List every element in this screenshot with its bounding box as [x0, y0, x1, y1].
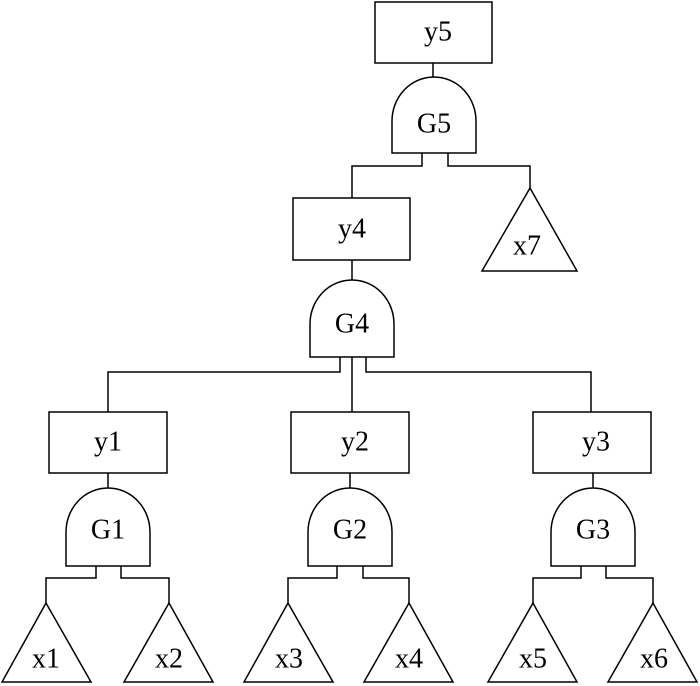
event-box-y1: [48, 411, 168, 474]
and-gate-icon-g4: [309, 279, 395, 358]
triangle-icon-x6: [606, 601, 699, 683]
basic-event-x5: x5: [486, 601, 579, 683]
basic-event-label-x7: x7: [513, 231, 541, 262]
basic-event-x1: x1: [0, 601, 93, 683]
basic-event-label-x6: x6: [640, 644, 668, 675]
connector-g1-x1: [45, 566, 97, 603]
gate-g5: G5: [391, 76, 477, 154]
basic-event-x4: x4: [362, 601, 455, 683]
gate-g4: G4: [309, 279, 395, 358]
basic-event-label-x2: x2: [155, 644, 183, 675]
triangle-icon-x2: [122, 601, 215, 683]
connector-g3-x6: [605, 566, 654, 603]
triangle-icon-x3: [242, 601, 335, 683]
basic-event-label-x1: x1: [32, 644, 60, 675]
basic-event-x3: x3: [242, 601, 335, 683]
connector-g3-x5: [532, 566, 582, 603]
gate-g3: G3: [550, 487, 636, 567]
event-box-y5: [374, 1, 493, 64]
basic-event-x2: x2: [122, 601, 215, 683]
event-y1: y1: [48, 411, 168, 474]
event-y5: y5: [374, 1, 493, 64]
connector-g5-y4: [351, 153, 423, 198]
event-label-y4: y4: [338, 214, 366, 245]
gate-label-g1: G1: [91, 515, 125, 546]
gate-g2: G2: [307, 487, 393, 567]
triangle-icon-x1: [0, 601, 93, 683]
connector-g1-x2: [120, 566, 170, 603]
connector-g5-x7: [447, 153, 531, 188]
triangle-icon-x5: [486, 601, 579, 683]
event-label-y3: y3: [582, 427, 610, 458]
gate-g1: G1: [65, 487, 151, 567]
and-gate-icon-g1: [65, 487, 151, 567]
gate-label-g3: G3: [576, 515, 610, 546]
basic-event-label-x3: x3: [275, 644, 303, 675]
event-box-y3: [532, 411, 652, 474]
basic-event-label-x5: x5: [519, 644, 547, 675]
connectors: [45, 63, 654, 603]
event-y4: y4: [292, 197, 411, 261]
gate-label-g5: G5: [417, 109, 451, 140]
and-gate-icon-g3: [550, 487, 636, 567]
gate-label-g2: G2: [333, 515, 367, 546]
connector-g2-x3: [287, 566, 338, 603]
event-label-y5: y5: [424, 17, 452, 48]
and-gate-icon-g5: [391, 76, 477, 154]
basic-event-x6: x6: [606, 601, 699, 683]
event-label-y1: y1: [94, 427, 122, 458]
event-label-y2: y2: [341, 427, 369, 458]
event-y2: y2: [290, 411, 410, 474]
triangle-icon-x7: [480, 186, 579, 272]
basic-event-label-x4: x4: [395, 644, 423, 675]
event-box-y2: [290, 411, 410, 474]
basic-event-x7: x7: [480, 186, 579, 272]
event-box-y4: [292, 197, 411, 261]
gate-label-g4: G4: [335, 309, 369, 340]
triangle-icon-x4: [362, 601, 455, 683]
connector-g4-y3: [365, 357, 592, 412]
and-gate-icon-g2: [307, 487, 393, 567]
connector-g4-y1: [107, 357, 341, 412]
connector-g2-x4: [362, 566, 410, 603]
event-y3: y3: [532, 411, 652, 474]
